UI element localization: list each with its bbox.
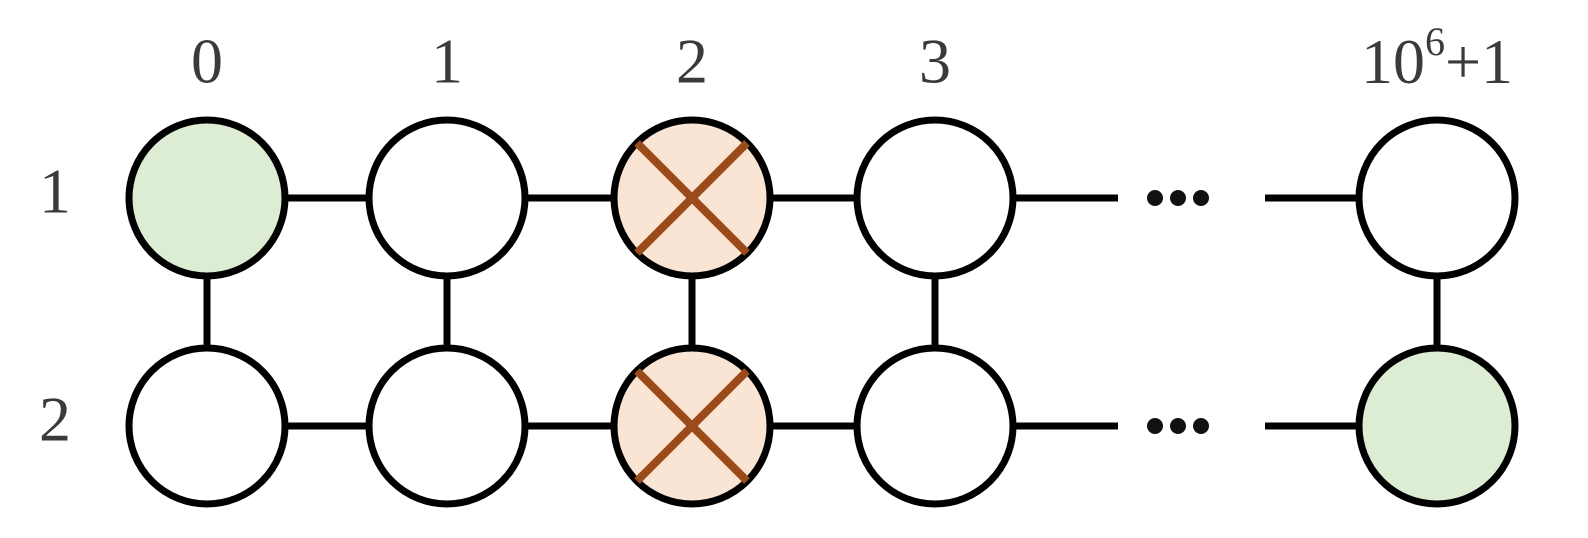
node-plain[interactable] (125, 344, 289, 508)
ellipsis-dot-icon (1170, 190, 1186, 206)
ellipsis-dot-icon (1193, 418, 1209, 434)
node-marked[interactable] (1355, 344, 1519, 508)
edges-layer (203, 194, 1441, 430)
row-label-row-2: 2 (39, 384, 71, 455)
node-plain[interactable] (853, 116, 1017, 280)
node-plain[interactable] (1355, 116, 1519, 280)
column-label-col-1: 1 (431, 26, 463, 97)
ellipsis-dot-icon (1170, 418, 1186, 434)
crosses-layer (634, 140, 750, 484)
ellipsis-layer (1147, 190, 1209, 434)
ellipsis-dot-icon (1193, 190, 1209, 206)
column-label-col-last: 106+1 (1361, 19, 1513, 97)
column-label-col-3: 3 (919, 26, 951, 97)
nodes-layer (125, 116, 1519, 508)
ellipsis-dot-icon (1147, 418, 1163, 434)
row-label-row-1: 1 (39, 156, 71, 227)
node-plain[interactable] (365, 344, 529, 508)
node-marked[interactable] (125, 116, 289, 280)
cross-icon (634, 368, 750, 484)
column-label-col-2: 2 (676, 26, 708, 97)
column-label-col-0: 0 (191, 26, 223, 97)
node-plain[interactable] (853, 344, 1017, 508)
node-plain[interactable] (365, 116, 529, 280)
ellipsis-dot-icon (1147, 190, 1163, 206)
cross-icon (634, 140, 750, 256)
labels-layer: 0 1 2 3 106+1 1 2 (39, 19, 1513, 455)
